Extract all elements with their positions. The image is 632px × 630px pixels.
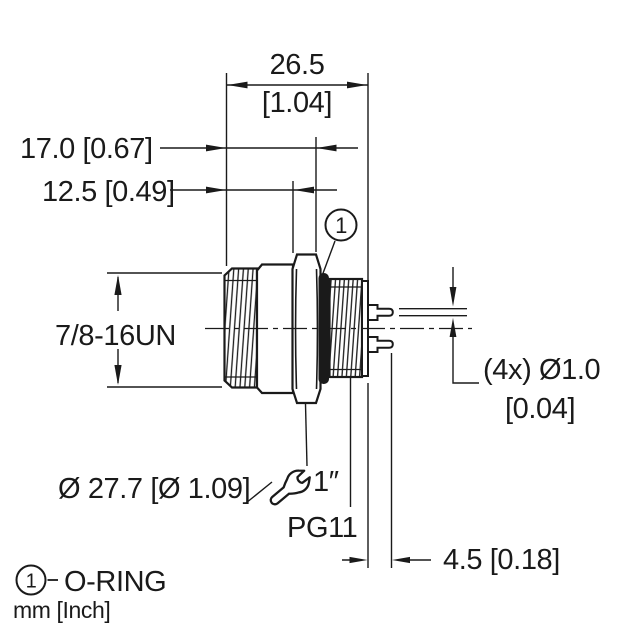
dim-pin-dia-mm: (4x) Ø1.0 <box>483 354 600 386</box>
arrow <box>206 144 226 152</box>
front-thread-relief-lines <box>224 279 257 378</box>
dim-pin-dia-inch: [0.04] <box>505 393 575 425</box>
pin-projection-lines <box>399 308 467 317</box>
label-front-thread: 7/8-16UN <box>55 320 176 352</box>
arrow <box>206 186 226 194</box>
label-rear-thread: PG11 <box>287 512 357 544</box>
front-thread-section <box>223 267 259 389</box>
body-dia-leader <box>245 481 273 504</box>
arrow <box>114 365 122 385</box>
arrow <box>114 275 122 295</box>
units-note: mm [Inch] <box>13 597 110 623</box>
legend-callout-circle <box>15 564 47 596</box>
rear-thread-relief-lines <box>329 286 362 371</box>
arrow <box>449 317 457 337</box>
arrow <box>349 556 368 564</box>
pin-bottom <box>367 336 394 353</box>
dim-mid-length: 12.5 [0.49] <box>42 176 175 208</box>
label-wrench-size: 1″ <box>313 466 339 498</box>
arrow <box>227 81 248 89</box>
arrow <box>347 81 367 89</box>
dim-body-diameter: Ø 27.7 [Ø 1.09] <box>58 473 250 505</box>
dim-line-pin-dia-lower <box>452 335 479 384</box>
dim-overall-inch: [1.04] <box>262 87 332 119</box>
dim-overall-mm: 26.5 <box>270 49 325 81</box>
dim-pin-length: 4.5 [0.18] <box>443 544 560 576</box>
legend: 1 O-RING mm [Inch] <box>13 564 167 623</box>
dimension-arrowheads <box>114 81 457 564</box>
arrow <box>294 186 314 194</box>
callout-circle <box>324 208 358 242</box>
arrow <box>316 144 337 152</box>
callout-leader <box>321 240 336 277</box>
legend-callout-number: 1 <box>26 571 37 593</box>
connector-side-view <box>205 253 472 405</box>
hex-size-leader <box>304 403 308 467</box>
legend-callout-label: O-RING <box>64 566 166 598</box>
callout-number: 1 <box>335 213 347 238</box>
o-ring-callout: 1 <box>324 208 358 242</box>
wrench-icon <box>269 469 311 506</box>
dim-front-length: 17.0 [0.67] <box>20 133 153 165</box>
arrow <box>449 287 457 307</box>
pin-top <box>367 304 394 321</box>
arrow <box>392 556 410 564</box>
